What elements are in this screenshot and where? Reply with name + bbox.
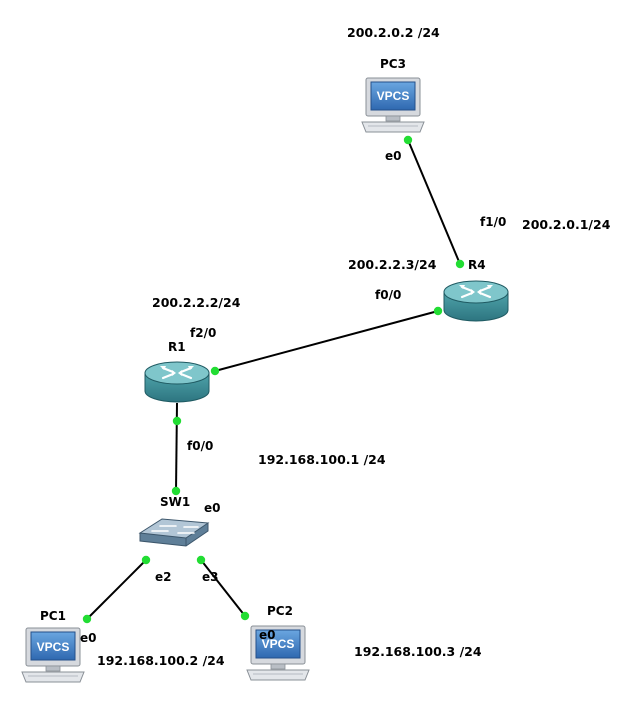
address-pc3: 200.2.0.2 /24 (347, 25, 440, 40)
link-r1-sw1[interactable] (175, 402, 178, 492)
port-dot-sw1-e0[interactable] (171, 486, 181, 496)
port-label-sw1-e2: e2 (155, 570, 172, 584)
port-dot-sw1-e3[interactable] (196, 555, 206, 565)
port-dot-pc3-e0[interactable] (403, 135, 413, 145)
node-label-r1: R1 (168, 340, 186, 354)
port-label-pc2-e0: e0 (259, 628, 276, 642)
node-label-sw1: SW1 (160, 495, 190, 509)
port-label-pc1-e0: e0 (80, 631, 97, 645)
port-label-sw1-e0: e0 (204, 501, 221, 515)
link-pc3-r4[interactable] (407, 139, 461, 265)
port-dot-r1-f2-0[interactable] (210, 366, 220, 376)
address-r1-f0-0: 192.168.100.1 /24 (258, 452, 386, 467)
link-r4-r1[interactable] (214, 310, 439, 372)
pc3-screen-label: VPCS (377, 89, 410, 103)
link-sw1-pc2[interactable] (200, 559, 246, 617)
port-dot-r4-f0-0[interactable] (433, 306, 443, 316)
address-r4-f1-0: 200.2.0.1/24 (522, 217, 611, 232)
link-sw1-pc1[interactable] (86, 559, 147, 620)
links (86, 139, 461, 620)
node-label-pc3: PC3 (380, 57, 406, 71)
port-label-pc3-e0: e0 (385, 149, 402, 163)
pc3-computer-icon[interactable] (361, 77, 425, 133)
port-dot-pc2-e0[interactable] (240, 611, 250, 621)
node-label-r4: R4 (468, 258, 486, 272)
port-label-r1-f0-0: f0/0 (187, 439, 213, 453)
r4-router-icon[interactable] (442, 279, 510, 323)
pc2-screen-label: VPCS (262, 637, 295, 651)
port-label-sw1-e3: e3 (202, 570, 219, 584)
port-dot-pc1-e0[interactable] (82, 614, 92, 624)
port-dot-sw1-e2[interactable] (141, 555, 151, 565)
address-pc1: 192.168.100.2 /24 (97, 653, 225, 668)
address-r1-f2-0: 200.2.2.2/24 (152, 295, 241, 310)
sw1-switch-icon[interactable] (139, 518, 209, 547)
node-label-pc2: PC2 (267, 604, 293, 618)
port-label-r4-f0-0: f0/0 (375, 288, 401, 302)
pc2-computer-icon[interactable] (246, 625, 310, 681)
address-r4-f0-0: 200.2.2.3/24 (348, 257, 437, 272)
port-dots (82, 135, 465, 624)
pc1-computer-icon[interactable] (21, 627, 85, 683)
r1-router-icon[interactable] (143, 360, 211, 404)
pc1-screen-label: VPCS (37, 640, 70, 654)
port-label-r4-f1-0: f1/0 (480, 215, 506, 229)
port-label-r1-f2-0: f2/0 (190, 326, 216, 340)
port-dot-r4-f1-0[interactable] (455, 259, 465, 269)
address-pc2: 192.168.100.3 /24 (354, 644, 482, 659)
node-label-pc1: PC1 (40, 609, 66, 623)
port-dot-r1-f0-0[interactable] (172, 416, 182, 426)
